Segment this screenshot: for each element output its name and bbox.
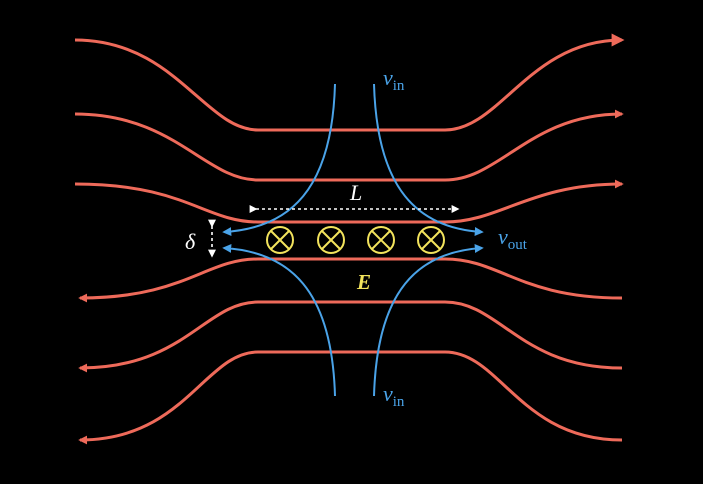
field-line-lower-outer (78, 350, 623, 445)
label-v-in-top: vin (383, 65, 405, 94)
field-line-upper-outer (74, 33, 625, 132)
flow-top-right (373, 83, 484, 237)
circled-times-icon (417, 226, 445, 254)
lower-field-lines (78, 257, 623, 445)
label-thickness: δ (185, 229, 196, 254)
circled-times-icon (266, 226, 294, 254)
current-sheet (266, 226, 445, 254)
flow-top-left (222, 83, 336, 237)
label-v-out: vout (498, 224, 528, 253)
flow-bottom-right (373, 243, 484, 397)
label-length: L (349, 180, 362, 205)
upper-field-lines (74, 33, 625, 224)
field-line-upper-inner (74, 179, 624, 224)
field-line-lower-inner (78, 257, 623, 303)
circled-times-icon (367, 226, 395, 254)
label-v-in-bottom: vin (383, 381, 405, 410)
flow-lines (222, 83, 484, 397)
label-electric-field: E (356, 270, 371, 294)
flow-bottom-left (222, 243, 336, 397)
field-line-lower-middle (78, 300, 623, 373)
circled-times-icon (317, 226, 345, 254)
field-line-upper-middle (74, 109, 624, 182)
